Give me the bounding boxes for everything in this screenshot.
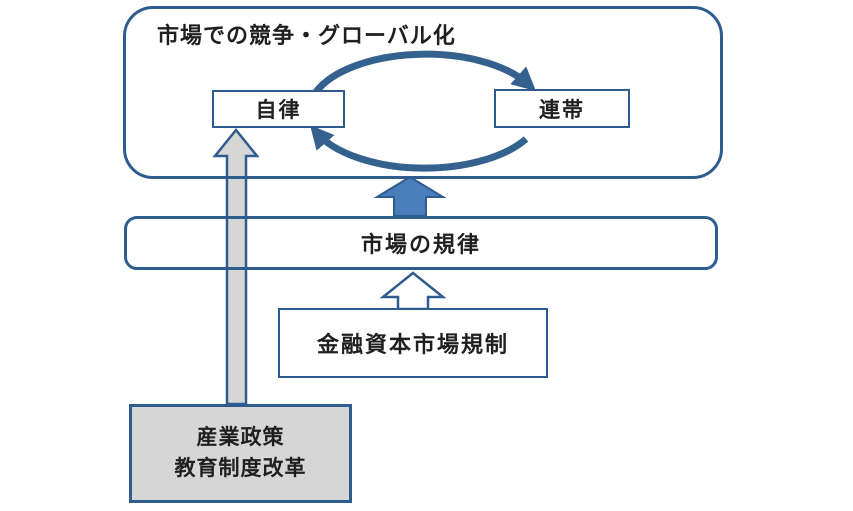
industrial-policy-line1: 産業政策 bbox=[196, 426, 285, 450]
globalization-title: 市場での競争・グローバル化 bbox=[157, 23, 456, 48]
autonomy-label: 自律 bbox=[255, 99, 302, 122]
solidarity-node: 連帯 bbox=[494, 89, 630, 128]
market-discipline-bar: 市場の規律 bbox=[124, 216, 718, 270]
globalization-container: 市場での競争・グローバル化 bbox=[123, 6, 723, 179]
industrial-policy-box: 産業政策 教育制度改革 bbox=[129, 404, 352, 503]
financial-regulation-box: 金融資本市場規制 bbox=[278, 308, 548, 378]
autonomy-node: 自律 bbox=[212, 90, 345, 128]
solidarity-label: 連帯 bbox=[539, 98, 585, 122]
industrial-policy-line2: 教育制度改革 bbox=[174, 456, 307, 480]
financial-regulation-label: 金融資本市場規制 bbox=[316, 332, 509, 357]
regulation-arrow-up bbox=[379, 271, 447, 311]
market-discipline-label: 市場の規律 bbox=[360, 232, 481, 257]
cycle-arrows-icon bbox=[309, 50, 536, 172]
discipline-arrow-up bbox=[373, 175, 447, 217]
